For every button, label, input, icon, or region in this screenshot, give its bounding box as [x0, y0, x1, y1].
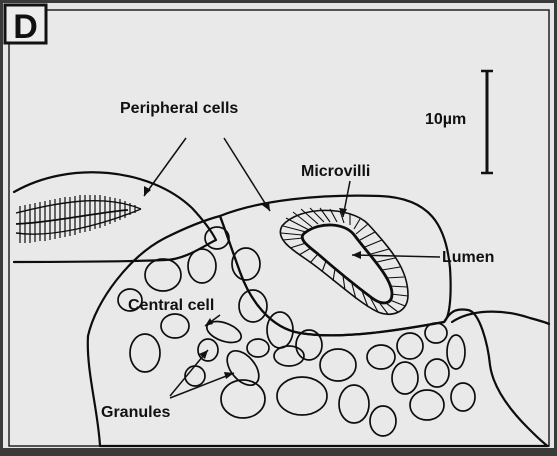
label-central-cell: Central cell: [128, 297, 214, 314]
label-lumen: Lumen: [442, 249, 494, 266]
panel-letter: D: [13, 8, 38, 46]
panel-letter-box: D: [5, 5, 46, 46]
scale-bar-label: 10µm: [425, 111, 466, 128]
label-microvilli: Microvilli: [301, 163, 370, 180]
label-peripheral-cells: Peripheral cells: [120, 100, 238, 117]
label-granules: Granules: [101, 404, 170, 421]
